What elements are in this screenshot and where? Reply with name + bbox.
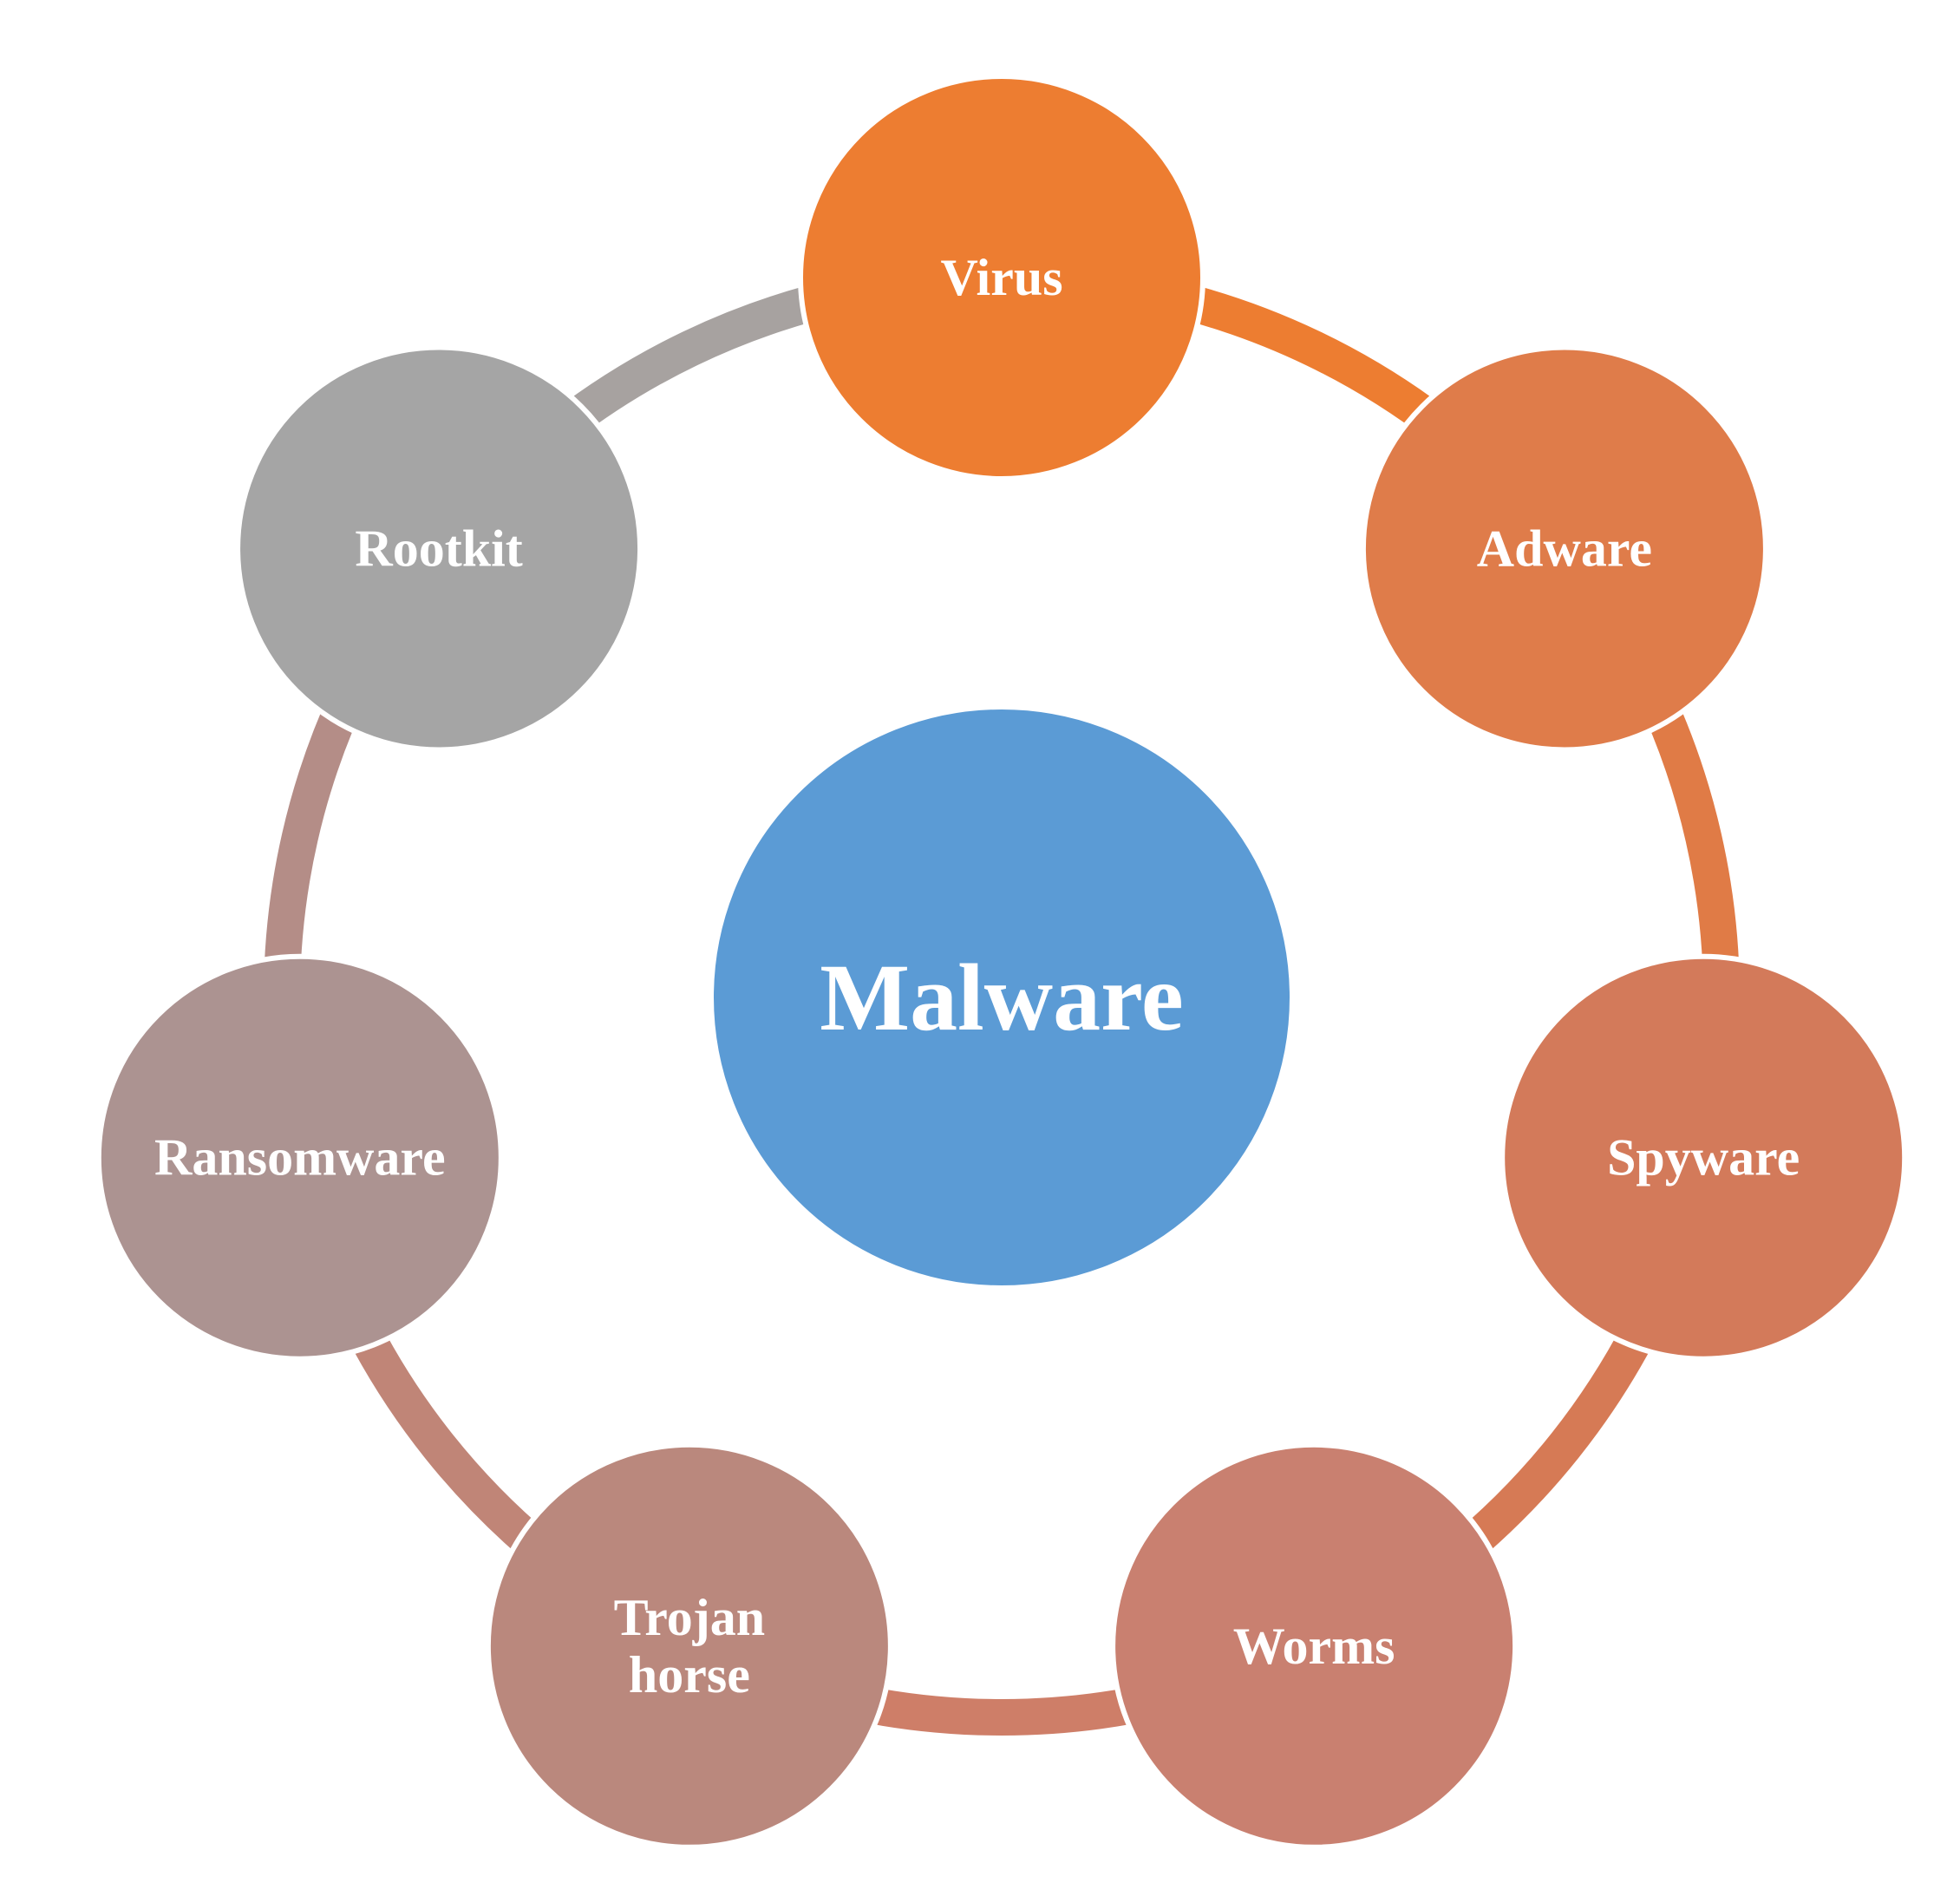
node-label-rootkit: Rootkit <box>355 520 522 578</box>
node-label-ransomware: Ransomware <box>154 1129 446 1187</box>
node-label-worms: Worms <box>1233 1618 1395 1675</box>
node-label-line: Ransomware <box>154 1129 446 1187</box>
center-node <box>709 704 1295 1291</box>
center-node-label: Malware <box>820 945 1183 1050</box>
node-label-line: Trojan <box>614 1589 765 1646</box>
node-spyware: Spyware <box>1499 953 1908 1362</box>
node-label-line: Spyware <box>1607 1129 1800 1187</box>
node-label-virus: Virus <box>940 249 1062 306</box>
center-node-group: Malware <box>709 704 1295 1291</box>
node-label-spyware: Spyware <box>1607 1129 1800 1187</box>
node-circle-worms <box>1110 1442 1519 1850</box>
node-ransomware: Ransomware <box>95 953 504 1362</box>
node-rootkit: Rootkit <box>235 344 644 753</box>
node-circle-trojan-horse <box>485 1442 893 1850</box>
node-label-line: Adware <box>1477 520 1652 578</box>
node-label-line: horse <box>629 1646 750 1703</box>
node-circle-adware <box>1360 344 1768 753</box>
node-label-line: Worms <box>1233 1618 1395 1675</box>
node-label-line: Virus <box>940 249 1062 306</box>
node-circle-virus <box>798 74 1205 481</box>
node-adware: Adware <box>1360 344 1768 753</box>
node-circle-spyware <box>1499 953 1908 1362</box>
node-circle-rootkit <box>235 344 644 753</box>
node-label-adware: Adware <box>1477 520 1652 578</box>
node-virus: Virus <box>798 74 1205 481</box>
node-worms: Worms <box>1110 1442 1519 1850</box>
node-label-line: Rootkit <box>355 520 522 578</box>
node-circle-ransomware <box>95 953 504 1362</box>
